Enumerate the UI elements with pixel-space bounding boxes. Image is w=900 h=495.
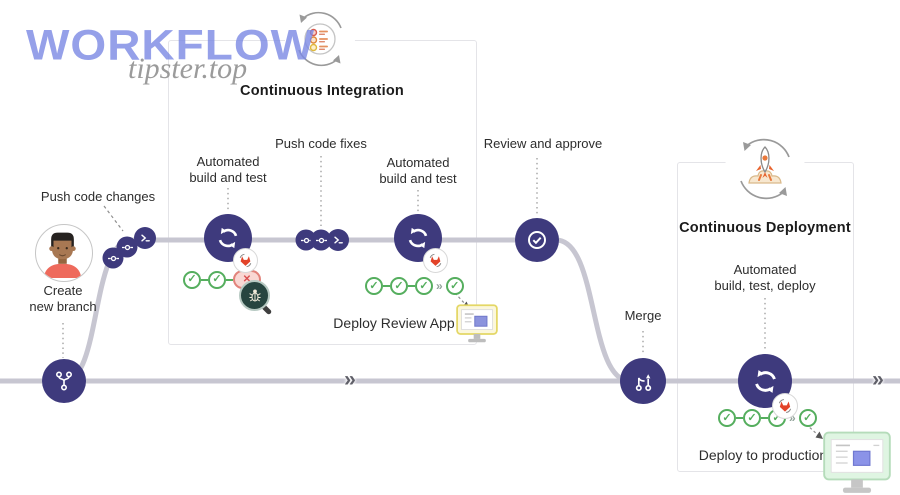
developer-avatar [35, 224, 93, 282]
push-node [327, 229, 349, 251]
label-automated-2-line2: build and test [379, 171, 457, 186]
cd-title: Continuous Deployment [679, 220, 851, 236]
label-merge: Merge [624, 308, 662, 323]
check-circle-icon: ✓ [718, 409, 736, 427]
label-review-approve: Review and approve [483, 136, 603, 151]
label-create-line2: new branch [29, 299, 97, 314]
chain-connector [226, 278, 233, 281]
ci-title: Continuous Integration [240, 83, 404, 99]
label-deploy-to-production: Deploy to production [698, 447, 828, 463]
production-monitor-icon [823, 431, 891, 495]
flow-arrow-icon: » [872, 368, 884, 392]
label-deploy-review-app: Deploy Review App [333, 315, 455, 331]
refresh-icon [218, 227, 238, 249]
skip-chevron-icon: » [436, 279, 443, 293]
chain-connector [408, 285, 415, 287]
flow-arrow-icon: » [344, 368, 356, 392]
gitlab-runner-badge [772, 393, 798, 419]
push-node [134, 227, 156, 249]
chain-connector [736, 417, 743, 419]
skip-chevron-icon: » [789, 411, 796, 425]
label-cd-automated: Automated build, test, deploy [714, 262, 815, 294]
check-circle-icon: ✓ [390, 277, 408, 295]
merge-node [620, 358, 666, 404]
check-circle-icon: ✓ [208, 270, 226, 289]
cd-rocket-cycle-icon [725, 129, 805, 209]
git-branch-icon [56, 371, 73, 391]
git-commit-icon [107, 255, 119, 261]
bug-icon [248, 289, 261, 301]
gitlab-fox-icon [778, 398, 792, 414]
check-circle-icon: ✓ [743, 409, 761, 427]
create-branch-node [42, 359, 86, 403]
gitlab-runner-badge [423, 248, 448, 273]
label-push-code-changes: Push code changes [40, 189, 156, 204]
check-circle-icon: ✓ [798, 409, 817, 427]
git-commit-icon [121, 244, 133, 250]
ci-cycle-checklist-icon [285, 4, 355, 74]
label-automated-2: Automated build and test [379, 155, 456, 187]
chain-connector [201, 278, 208, 281]
check-circle-icon: ✓ [183, 270, 201, 289]
check-circle-icon: ✓ [415, 277, 433, 295]
person-icon [43, 232, 82, 278]
label-cd-automated-line2: build, test, deploy [714, 278, 816, 293]
review-app-monitor-icon [456, 304, 498, 349]
label-cd-automated-line1: Automated [733, 262, 797, 277]
git-merge-icon [635, 373, 651, 391]
refresh-icon [408, 227, 428, 249]
check-circle-icon: ✓ [365, 277, 383, 295]
label-create-new-branch: Create new branch [29, 283, 96, 315]
watermark-brand: WORKFLOW [26, 21, 316, 69]
git-commit-icon [315, 237, 327, 243]
gitlab-runner-badge [233, 248, 258, 273]
label-push-code-fixes: Push code fixes [275, 136, 367, 151]
gitlab-fox-icon [429, 253, 442, 268]
pipeline-status-chain-passed: ✓ ✓ ✓ » ✓ [718, 409, 817, 427]
check-circle-icon: ✓ [445, 277, 464, 295]
watermark-site: tipster.top [128, 52, 248, 85]
chain-connector [383, 285, 390, 287]
label-automated-1: Automated build and test [189, 154, 266, 186]
review-approve-node [515, 218, 559, 262]
bug-magnifier-icon [239, 280, 270, 311]
git-push-icon [141, 234, 150, 242]
pipeline-status-chain-passed: ✓ ✓ ✓ » ✓ [365, 277, 464, 295]
label-automated-2-line1: Automated [386, 155, 450, 170]
label-automated-1-line2: build and test [189, 170, 267, 185]
leader-push-changes [103, 205, 124, 232]
git-push-icon [334, 236, 343, 244]
chain-connector [761, 417, 768, 419]
approve-check-icon [528, 231, 546, 249]
label-automated-1-line1: Automated [196, 154, 260, 169]
gitlab-fox-icon [239, 253, 252, 268]
refresh-icon [754, 369, 776, 393]
label-create-line1: Create [43, 283, 83, 298]
